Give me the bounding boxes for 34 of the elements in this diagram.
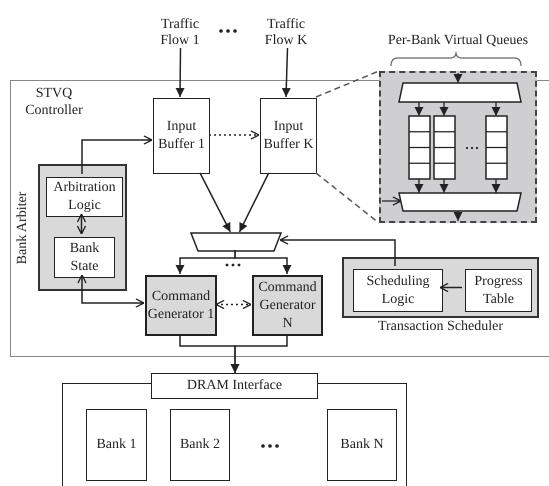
arrow xyxy=(176,48,185,97)
arrow xyxy=(279,235,396,266)
arrow xyxy=(282,48,291,98)
block-box: Input Buffer 1 xyxy=(153,98,210,174)
arrow xyxy=(238,172,270,232)
panel-title: Bank Arbiter xyxy=(15,191,31,264)
dashed-connector xyxy=(316,172,380,224)
block-box: Bank 2 xyxy=(170,409,230,481)
arrow xyxy=(230,335,288,373)
block-box: Bank 1 xyxy=(86,409,147,481)
block-box: Bank State xyxy=(54,237,115,278)
block-box: Progress Table xyxy=(465,269,532,312)
mux-trapezoid xyxy=(191,233,281,251)
block-box: DRAM Interface xyxy=(151,373,318,399)
flow-label: Traffic Flow K xyxy=(256,18,316,48)
block-box: Scheduling Logic xyxy=(353,269,443,312)
arrow xyxy=(77,274,145,308)
arrow xyxy=(439,282,462,292)
dashed-connector xyxy=(209,130,260,140)
arrow xyxy=(76,213,86,235)
flow-label: Traffic Flow 1 xyxy=(150,18,210,48)
arrow xyxy=(81,135,153,174)
arrow xyxy=(234,250,292,274)
generator-box: Command Generator N xyxy=(252,275,323,336)
block-box: Bank N xyxy=(327,409,397,481)
panel-title: STVQ Controller xyxy=(24,85,84,119)
panel-title: Transaction Scheduler xyxy=(376,319,504,335)
block-box: Arbitration Logic xyxy=(46,177,123,217)
dashed-connector xyxy=(215,300,252,310)
generator-box: Command Generator 1 xyxy=(145,275,217,336)
dashed-connector xyxy=(316,70,380,98)
block-box: Input Buffer K xyxy=(260,98,317,174)
panel-title: Per-Bank Virtual Queues xyxy=(386,32,530,49)
arrow xyxy=(199,172,232,232)
